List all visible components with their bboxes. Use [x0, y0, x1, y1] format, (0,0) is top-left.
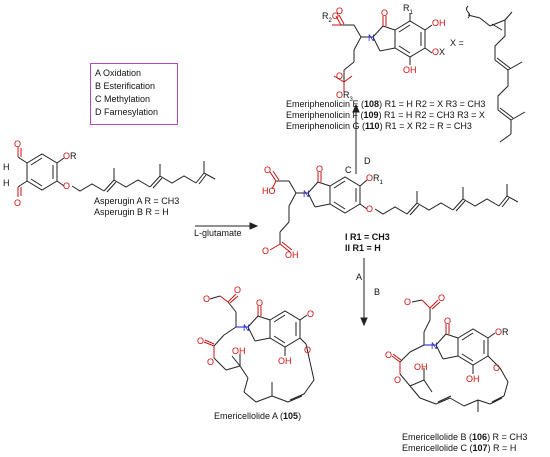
atom-oh: OH	[232, 346, 246, 356]
atom-oh: OH	[432, 18, 446, 28]
intermediate-i-label: I R1 = CH3	[345, 232, 390, 242]
atom-o: O	[63, 181, 71, 191]
emericellolide-a-structure	[203, 293, 315, 403]
asperugin-a-label: Asperugin A R = CH3	[94, 196, 180, 206]
atom-h: H	[3, 162, 10, 172]
asperugin-b-label: Asperugin B R = H	[94, 207, 169, 217]
atom-o: O	[262, 246, 270, 256]
atom-or1: OR1	[366, 173, 383, 186]
atom-o: O	[256, 298, 264, 308]
atom-o: O	[14, 198, 22, 208]
intermediate-ii-label: II R1 = H	[345, 243, 381, 253]
atom-o: O	[203, 294, 211, 304]
emericellolide-a-label: Emericellolide A (105)	[214, 411, 302, 421]
atom-oh: HO	[262, 186, 276, 196]
atom-oh: OH	[403, 65, 417, 75]
atom-oh: OH	[414, 362, 428, 372]
arrow-label-d: D	[364, 156, 371, 166]
atom-o: O	[207, 357, 215, 367]
atom-o: O	[404, 297, 412, 307]
emericellolide-c-label: Emericellolide C (107) R = H	[402, 443, 517, 453]
arrow-label-b: B	[374, 287, 381, 297]
asperugin-structure	[17, 147, 216, 197]
atom-r2o: R2O	[322, 11, 339, 24]
atom-or: OR	[495, 327, 509, 337]
legend-item-b: B Esterification	[95, 81, 156, 91]
atom-n: N	[368, 33, 375, 43]
atom-h: H	[3, 178, 10, 188]
atom-oh: OH	[285, 250, 299, 260]
atom-ox: OX	[432, 47, 446, 57]
emeriphenolicin-f-label: Emeriphenolicin F (109) R1 = H R2 = CH3 …	[286, 110, 485, 120]
emeriphenolicin-structure	[332, 13, 433, 92]
legend-item-d: D Farnesylation	[95, 107, 159, 117]
emericellolide-bc-structure	[391, 299, 509, 412]
atom-o: O	[336, 6, 344, 16]
atom-o: O	[493, 363, 501, 373]
atom-o: O	[438, 293, 446, 303]
intermediate-structure	[269, 170, 519, 253]
emericellolide-b-label: Emericellolide B (106) R = CH3	[402, 432, 528, 442]
emeriphenolicin-g-label: Emeriphenolicin G (110) R1 = X R2 = R = …	[286, 121, 472, 131]
atom-oh: OH	[278, 356, 292, 366]
atom-n: N	[243, 323, 250, 333]
atom-o: O	[336, 71, 344, 81]
atom-o: O	[234, 285, 242, 295]
reagent-label: L-glutamate	[194, 228, 242, 238]
atom-o: O	[14, 139, 22, 149]
atom-o: O	[381, 8, 389, 18]
atom-or: OR	[63, 151, 77, 161]
arrow-label-a: A	[356, 272, 363, 282]
emeriphenolicin-e-label: Emeriphenolicin E (108) R1 = H R2 = X R3…	[286, 99, 486, 109]
atom-o: O	[385, 350, 393, 360]
atom-o: O	[304, 345, 312, 355]
atom-oh: OH	[466, 374, 480, 384]
atom-o: O	[264, 165, 272, 175]
atom-o: O	[366, 204, 374, 214]
atom-o: O	[394, 375, 402, 385]
legend-item-a: A Oxidation	[95, 68, 142, 78]
atom-o: O	[444, 316, 452, 326]
x-definition-label: X =	[450, 38, 464, 48]
atom-or3: OR3	[336, 90, 353, 103]
legend-item-c: C Methylation	[95, 94, 151, 104]
atom-o: O	[197, 336, 205, 346]
atom-r1: R1	[403, 3, 413, 16]
atom-n: N	[303, 189, 310, 199]
reaction-legend: A Oxidation B Esterification C Methylati…	[90, 63, 178, 125]
arrow-label-c: C	[345, 165, 352, 175]
atom-o: O	[307, 309, 315, 319]
x-farnesyl-structure	[466, 5, 526, 143]
atom-o: O	[316, 164, 324, 174]
atom-n: N	[431, 341, 438, 351]
